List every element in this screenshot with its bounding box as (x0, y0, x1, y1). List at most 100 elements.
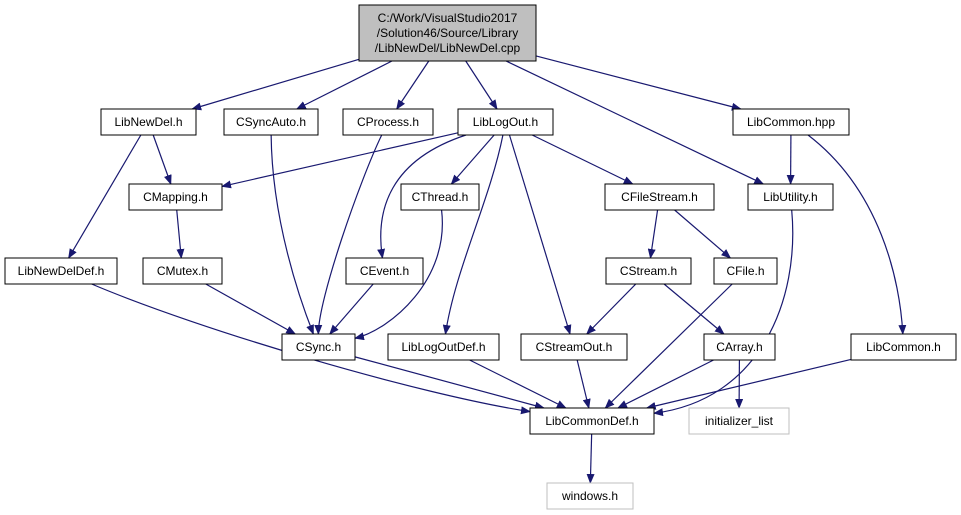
node-label: CStream.h (620, 264, 677, 278)
edge-root-to-libnewdel_h (191, 58, 360, 111)
node-box (604, 183, 715, 211)
node-libnewdeldef_h[interactable]: LibNewDelDef.h (4, 257, 118, 285)
edge-cevent_h-to-csync_h (329, 283, 374, 335)
edge-cprocess_h-to-csync_h (314, 134, 383, 335)
edge-liblogout_h-to-cmapping_h (221, 132, 459, 189)
node-label: initializer_list (705, 414, 774, 428)
node-initializer_list[interactable]: initializer_list (688, 407, 790, 435)
node-box (142, 257, 223, 285)
node-box (457, 108, 554, 136)
node-libcommon_h[interactable]: LibCommon.h (850, 333, 957, 361)
node-liblogoutdef_h[interactable]: LibLogOutDef.h (387, 333, 500, 361)
edge-root-to-libutility_h (505, 60, 765, 185)
edge-carray_h-to-libcommondef_h (617, 359, 714, 409)
edge-csyncauto_h-to-csync_h (270, 134, 314, 335)
edge-root-to-cprocess_h (396, 60, 430, 110)
node-libcommondef_h[interactable]: LibCommonDef.h (529, 407, 655, 435)
node-liblogout_h[interactable]: LibLogOut.h (457, 108, 554, 136)
edge-cfilestream_h-to-cfile_h (674, 209, 732, 259)
node-cevent_h[interactable]: CEvent.h (345, 257, 424, 285)
edge-libnewdel_h-to-cmapping_h (152, 134, 172, 185)
node-label: CSync.h (296, 340, 341, 354)
node-box (223, 108, 319, 136)
node-label: CEvent.h (360, 264, 409, 278)
node-box (100, 108, 197, 136)
node-label: LibLogOut.h (473, 115, 538, 129)
node-libnewdel_h[interactable]: LibNewDel.h (100, 108, 197, 136)
edge-cmapping_h-to-cmutex_h (176, 209, 185, 259)
node-box (850, 333, 957, 361)
node-box (688, 407, 790, 435)
node-cmutex_h[interactable]: CMutex.h (142, 257, 223, 285)
node-libcommon_hpp[interactable]: LibCommon.hpp (732, 108, 850, 136)
edge-cstream_h-to-cstreamout_h (586, 283, 637, 335)
node-label: CProcess.h (357, 115, 419, 129)
node-windows_h[interactable]: windows.h (546, 482, 634, 510)
node-label: CStreamOut.h (536, 340, 613, 354)
node-cmapping_h[interactable]: CMapping.h (128, 183, 223, 211)
node-label: LibUtility.h (763, 190, 817, 204)
edge-liblogout_h-to-cstreamout_h (508, 134, 572, 335)
node-box (345, 257, 424, 285)
node-root[interactable]: C:/Work/VisualStudio2017/Solution46/Sour… (358, 4, 537, 62)
edge-liblogout_h-to-cthread_h (450, 134, 495, 185)
node-box (546, 482, 634, 510)
node-label: CMutex.h (157, 264, 208, 278)
edge-cthread_h-to-csync_h (354, 209, 443, 341)
edge-liblogout_h-to-liblogoutdef_h (442, 134, 504, 335)
edge-root-to-libcommon_hpp (535, 55, 742, 111)
node-label: CSyncAuto.h (236, 115, 306, 129)
node-box (747, 183, 834, 211)
node-cprocess_h[interactable]: CProcess.h (342, 108, 434, 136)
node-cstreamout_h[interactable]: CStreamOut.h (520, 333, 628, 361)
node-label: CFile.h (726, 264, 764, 278)
edge-libcommon_h-to-libcommondef_h (645, 358, 852, 410)
node-label: C:/Work/VisualStudio2017 (378, 11, 518, 25)
node-cfilestream_h[interactable]: CFileStream.h (604, 183, 715, 211)
edge-cfile_h-to-libcommondef_h (604, 283, 733, 409)
node-box (358, 4, 537, 62)
node-label: LibCommon.h (866, 340, 941, 354)
node-cthread_h[interactable]: CThread.h (400, 183, 480, 211)
edge-root-to-csyncauto_h (295, 60, 393, 110)
edge-cstream_h-to-carray_h (663, 283, 725, 335)
node-box (342, 108, 434, 136)
edge-csync_h-to-libcommondef_h (354, 356, 545, 410)
edges-layer (68, 55, 907, 484)
node-label: CArray.h (716, 340, 762, 354)
node-csync_h[interactable]: CSync.h (281, 333, 356, 361)
edge-libcommondef_h-to-windows_h (586, 433, 595, 484)
node-box (387, 333, 500, 361)
edge-libutility_h-to-libcommondef_h (653, 209, 794, 417)
node-cstream_h[interactable]: CStream.h (605, 257, 692, 285)
node-label: LibNewDel.h (114, 115, 182, 129)
node-csyncauto_h[interactable]: CSyncAuto.h (223, 108, 319, 136)
node-label: windows.h (561, 489, 618, 503)
node-box (713, 257, 778, 285)
node-box (520, 333, 628, 361)
node-box (732, 108, 850, 136)
node-box (703, 333, 776, 361)
node-label: LibLogOutDef.h (401, 340, 485, 354)
edge-cfilestream_h-to-cstream_h (647, 209, 659, 259)
node-label: CThread.h (412, 190, 469, 204)
node-box (400, 183, 480, 211)
node-label: LibCommon.hpp (747, 115, 835, 129)
node-label: LibCommonDef.h (545, 414, 638, 428)
node-carray_h[interactable]: CArray.h (703, 333, 776, 361)
edge-liblogoutdef_h-to-libcommondef_h (469, 359, 567, 409)
edge-liblogout_h-to-cevent_h (377, 134, 467, 259)
node-label: /Solution46/Source/Library (377, 26, 518, 40)
node-cfile_h[interactable]: CFile.h (713, 257, 778, 285)
node-box (4, 257, 118, 285)
node-box (128, 183, 223, 211)
node-label: CMapping.h (143, 190, 208, 204)
edge-libcommon_hpp-to-libcommon_h (807, 134, 907, 335)
node-label: LibNewDelDef.h (18, 264, 105, 278)
edge-cmutex_h-to-csync_h (205, 283, 297, 335)
nodes-layer: C:/Work/VisualStudio2017/Solution46/Sour… (4, 4, 957, 510)
edge-liblogout_h-to-cfilestream_h (531, 134, 634, 185)
node-libutility_h[interactable]: LibUtility.h (747, 183, 834, 211)
edge-libnewdel_h-to-libnewdeldef_h (68, 134, 142, 259)
